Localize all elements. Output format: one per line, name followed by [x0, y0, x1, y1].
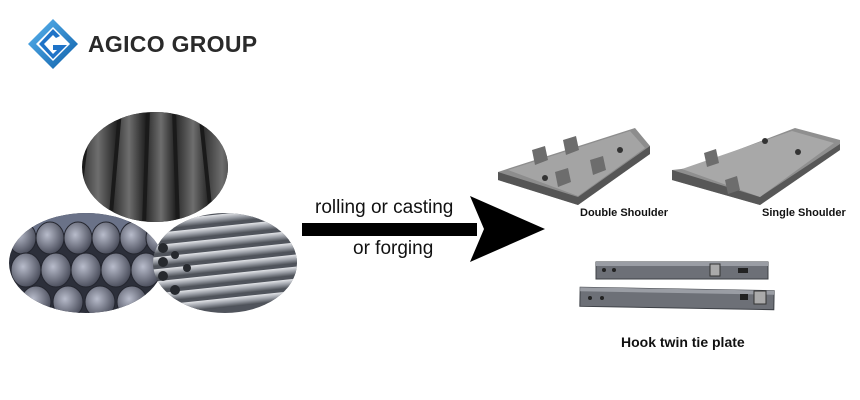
double-shoulder-plate-photo — [498, 128, 650, 205]
arrow-right-icon — [302, 196, 545, 262]
process-line-2: or forging — [353, 238, 434, 259]
round-bar-bundle-photo — [9, 213, 163, 313]
hook-twin-plate-photo — [579, 261, 775, 311]
double-shoulder-label: Double Shoulder — [580, 207, 668, 219]
steel-billet-photo — [82, 112, 228, 222]
process-line-1: rolling or casting — [315, 197, 454, 218]
diamond-logo-icon — [28, 19, 78, 69]
single-shoulder-label: Single Shoulder — [762, 207, 846, 219]
steel-pipe-bundle-photo — [153, 213, 297, 313]
hook-twin-label: Hook twin tie plate — [621, 334, 745, 350]
single-shoulder-plate-photo — [672, 128, 840, 205]
brand-name: AGICO GROUP — [88, 30, 258, 57]
brand-logo: AGICO GROUP — [26, 16, 276, 72]
